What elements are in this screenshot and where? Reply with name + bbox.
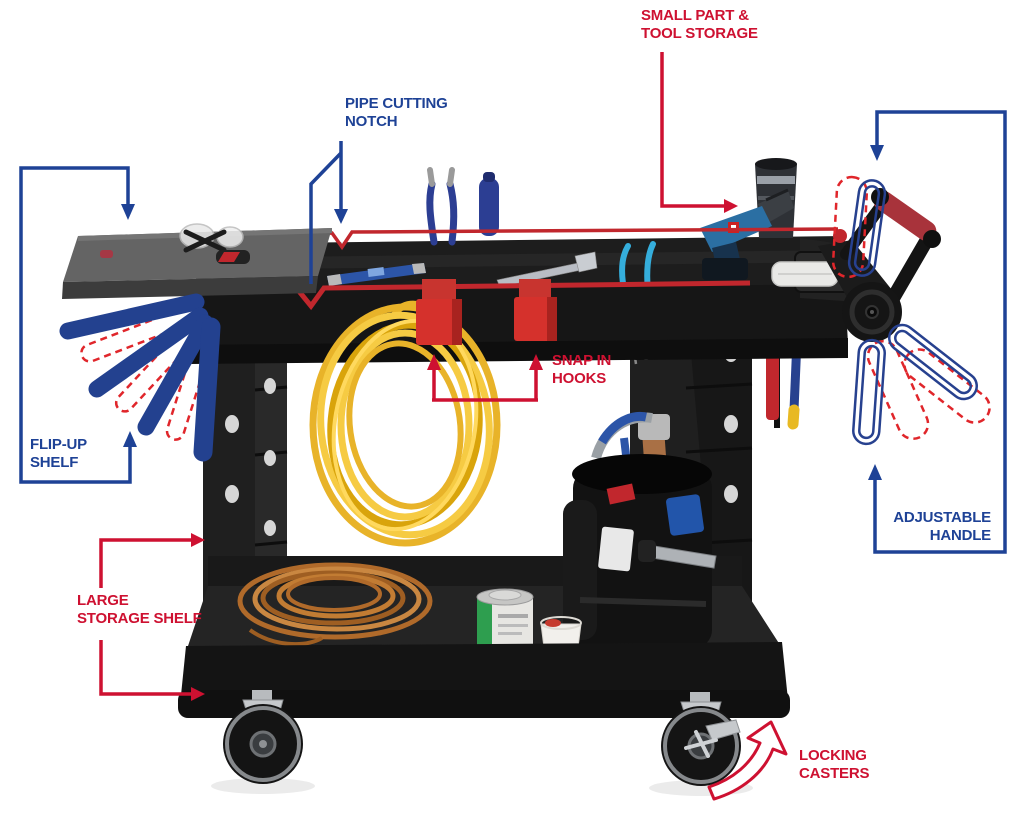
- callout-pipe-cutting-notch: PIPE CUTTING NOTCH: [345, 95, 448, 131]
- callout-line: SHELF: [30, 454, 79, 471]
- callout-line: LOCKING: [799, 747, 867, 764]
- callout-small-part-tool-storage: SMALL PART & TOOL STORAGE: [641, 7, 758, 43]
- arrowhead-flip-down: [121, 204, 135, 220]
- flip-shelf-motion-fan: [59, 293, 221, 462]
- arrowhead-large-top: [191, 533, 205, 547]
- locking-casters-wheels: [211, 690, 753, 796]
- callout-locking-casters: LOCKING CASTERS: [799, 747, 869, 783]
- callout-line: PIPE CUTTING: [345, 95, 448, 112]
- callout-line: NOTCH: [345, 113, 398, 130]
- leader-flip-up-shelf: [19, 166, 132, 484]
- arrowhead-snap-left: [427, 354, 441, 370]
- arrowhead-snap-right: [529, 354, 543, 370]
- callout-line: HANDLE: [929, 527, 992, 544]
- leader-pipe-cutting-notch: [309, 141, 343, 284]
- callout-flip-up-shelf: FLIP-UP SHELF: [30, 436, 87, 472]
- arrowhead-pipe-notch: [334, 209, 348, 224]
- leader-large-shelf-top: [99, 538, 192, 588]
- leader-small-part-storage: [660, 52, 725, 208]
- leader-adjustable-handle: [873, 110, 1007, 554]
- callout-line: LARGE: [77, 592, 129, 609]
- caster-front-left: [223, 690, 303, 784]
- arrowhead-handle-down: [870, 145, 884, 161]
- callout-snap-in-hooks: SNAP IN HOOKS: [552, 352, 611, 388]
- leader-snap-in-hooks: [432, 367, 538, 402]
- callout-adjustable-handle: ADJUSTABLE HANDLE: [893, 509, 991, 545]
- callout-line: HOOKS: [552, 370, 607, 387]
- callout-large-storage-shelf: LARGE STORAGE SHELF: [77, 592, 202, 628]
- callout-line: TOOL STORAGE: [641, 25, 758, 42]
- extension-cord-coil: [309, 300, 501, 547]
- caster-front-right-locking: [661, 692, 741, 786]
- level: [327, 263, 426, 286]
- pipe-cutting-notch-back: [334, 229, 350, 244]
- callout-line: ADJUSTABLE: [893, 509, 991, 526]
- arrowhead-flip-up: [123, 431, 137, 447]
- callout-line: CASTERS: [799, 765, 870, 782]
- handle-position-outlines: [831, 175, 991, 446]
- arrowhead-handle-up: [868, 464, 882, 480]
- flip-up-shelf: [62, 223, 332, 299]
- curved-arrow-locking-casters: [707, 720, 788, 801]
- arrowhead-large-bottom: [191, 687, 205, 701]
- callout-line: STORAGE SHELF: [77, 610, 202, 627]
- large-storage-shelf-front: [178, 642, 790, 718]
- adjustable-handle-assembly: [818, 188, 941, 342]
- annotations: [19, 52, 1007, 801]
- screwdriver: [479, 172, 499, 236]
- callout-line: SNAP IN: [552, 352, 612, 369]
- callout-line: FLIP-UP: [30, 436, 87, 453]
- standing-pliers: [426, 167, 458, 246]
- callout-line: SMALL PART &: [641, 7, 749, 24]
- tool-bag: [563, 411, 717, 648]
- snap-in-hook-left: [416, 279, 462, 345]
- snap-in-hook-right: [514, 279, 557, 341]
- leader-large-shelf-bottom: [99, 640, 192, 696]
- copper-tubing-coil: [237, 562, 433, 647]
- arrowhead-small-part: [724, 199, 738, 213]
